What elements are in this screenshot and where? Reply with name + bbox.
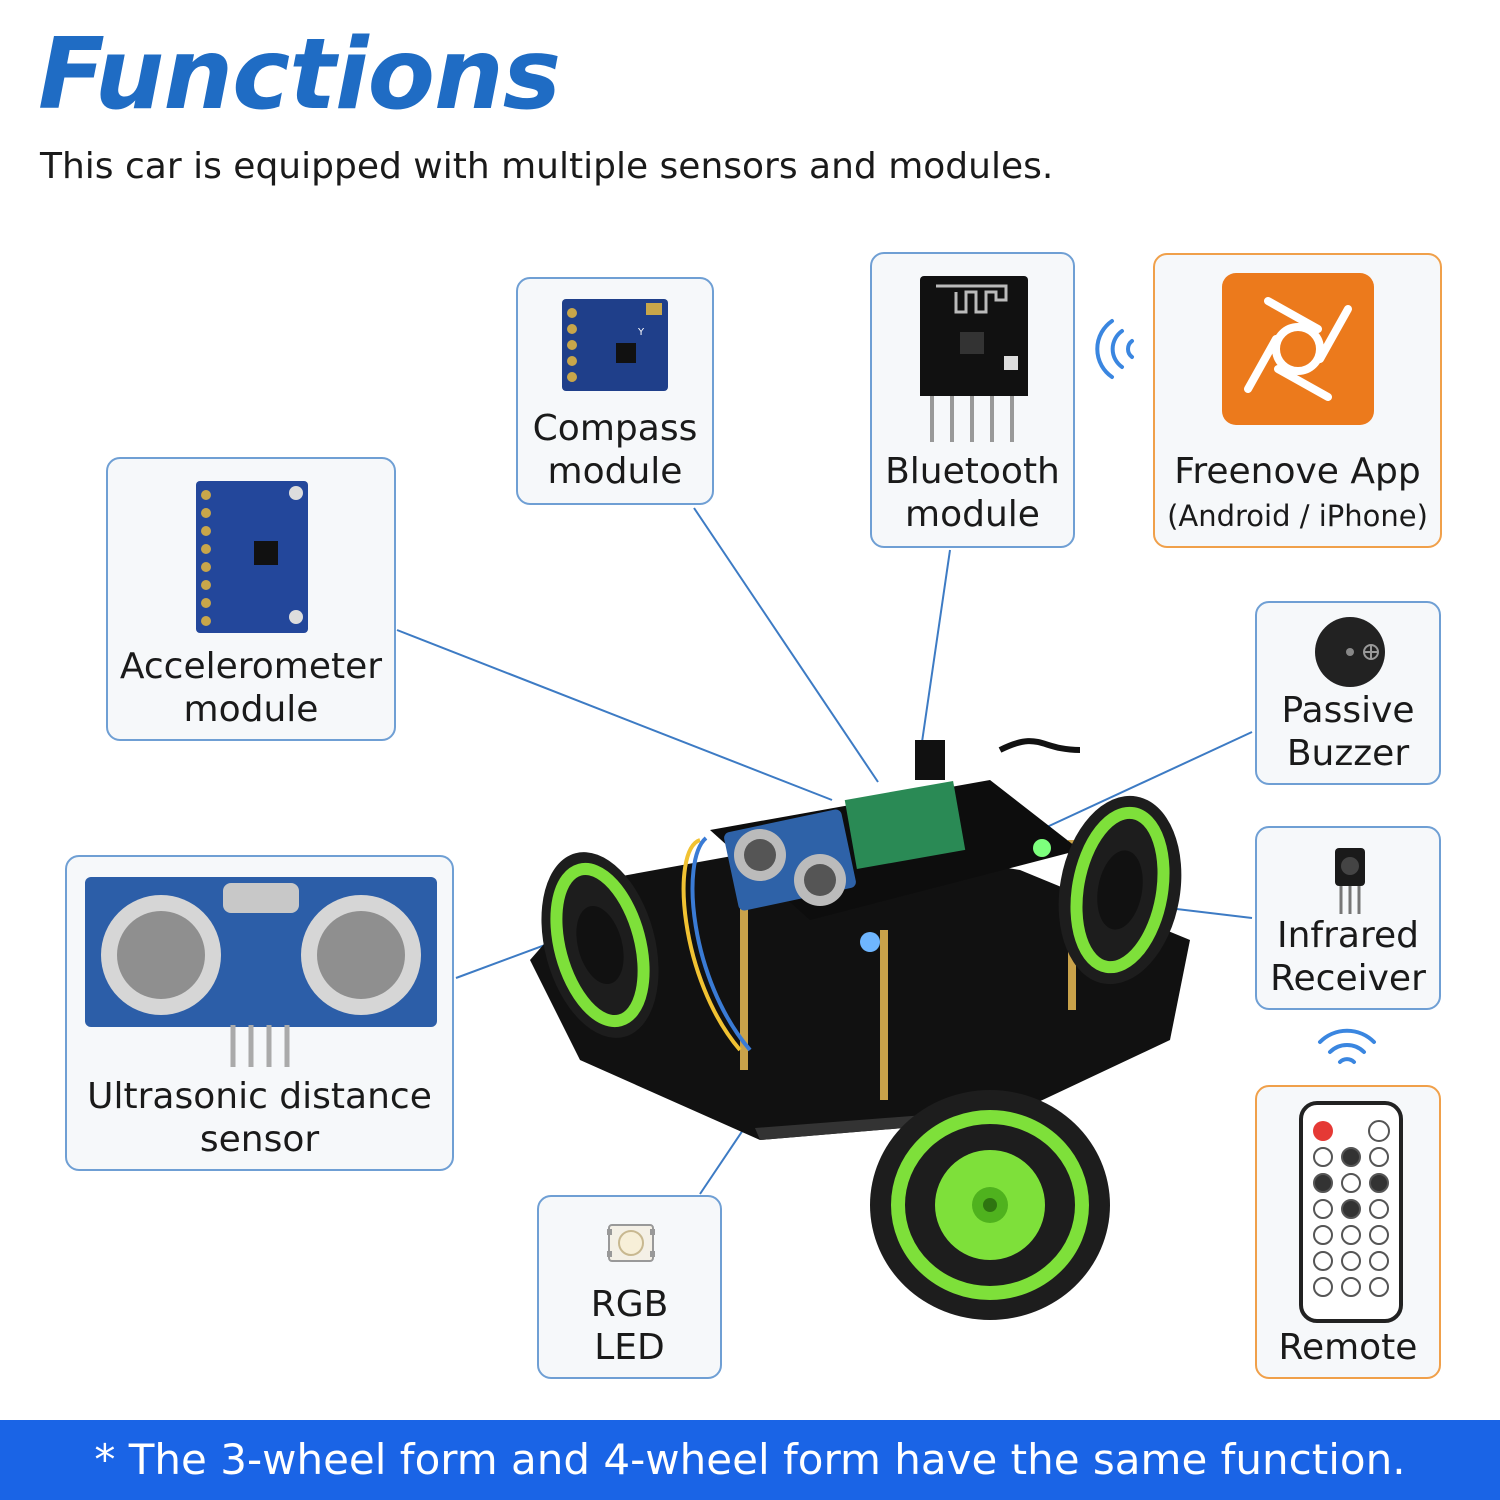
infrared-label-line1: Infrared: [1277, 915, 1419, 956]
app-label-line1: Freenove App: [1174, 451, 1421, 492]
page-title: Functions: [38, 18, 561, 132]
app-label-line2: (Android / iPhone): [1167, 499, 1428, 533]
bluetooth-module-card: Bluetooth module: [870, 252, 1075, 548]
robot-car-illustration: [530, 738, 1190, 1320]
accelerometer-label-line1: Accelerometer: [119, 646, 383, 687]
ultrasonic-sensor-icon: [85, 877, 437, 1067]
leader-accelerometer: [396, 629, 833, 801]
freenove-app-card: Freenove App (Android / iPhone): [1153, 253, 1442, 548]
compass-label-line2: module: [547, 451, 683, 492]
page-subtitle: This car is equipped with multiple senso…: [40, 146, 1054, 187]
infrared-receiver-card: Infrared Receiver: [1255, 826, 1441, 1010]
infrared-signal-icon: [1318, 1028, 1376, 1064]
accelerometer-module-icon: [196, 481, 308, 633]
freenove-app-icon: [1222, 273, 1374, 425]
leader-bluetooth: [921, 549, 951, 743]
bluetooth-label-line1: Bluetooth: [885, 451, 1060, 492]
remote-label: Remote: [1278, 1327, 1418, 1368]
buzzer-card: Passive Buzzer: [1255, 601, 1441, 785]
leader-compass: [693, 507, 879, 783]
ultrasonic-label-line1: Ultrasonic distance: [87, 1076, 432, 1117]
rgb-label-line2: LED: [594, 1327, 665, 1368]
infrared-receiver-icon: [1335, 848, 1365, 914]
compass-label-line1: Compass: [532, 408, 698, 449]
bluetooth-module-icon: [920, 276, 1028, 442]
wireless-signal-icon: [1095, 319, 1134, 379]
compass-module-icon: Y: [562, 299, 668, 391]
footer-note: * The 3-wheel form and 4-wheel form have…: [0, 1420, 1500, 1500]
compass-module-card: Y Compass module: [516, 277, 714, 505]
bluetooth-label-line2: module: [905, 494, 1040, 535]
remote-card: Remote: [1255, 1085, 1441, 1379]
rgb-led-card: RGB LED: [537, 1195, 722, 1379]
ultrasonic-label-line2: sensor: [199, 1119, 320, 1160]
accelerometer-module-card: Accelerometer module: [106, 457, 396, 741]
buzzer-label-line2: Buzzer: [1286, 733, 1410, 774]
rgb-led-icon: [607, 1224, 655, 1262]
buzzer-icon: [1315, 617, 1385, 687]
accelerometer-label-line2: module: [183, 689, 319, 730]
infrared-label-line2: Receiver: [1270, 958, 1426, 999]
svg-text:Y: Y: [637, 327, 645, 338]
remote-control-icon: [1299, 1101, 1403, 1323]
rgb-label-line1: RGB: [590, 1284, 669, 1325]
ultrasonic-sensor-card: Ultrasonic distance sensor: [65, 855, 454, 1171]
buzzer-label-line1: Passive: [1281, 690, 1415, 731]
